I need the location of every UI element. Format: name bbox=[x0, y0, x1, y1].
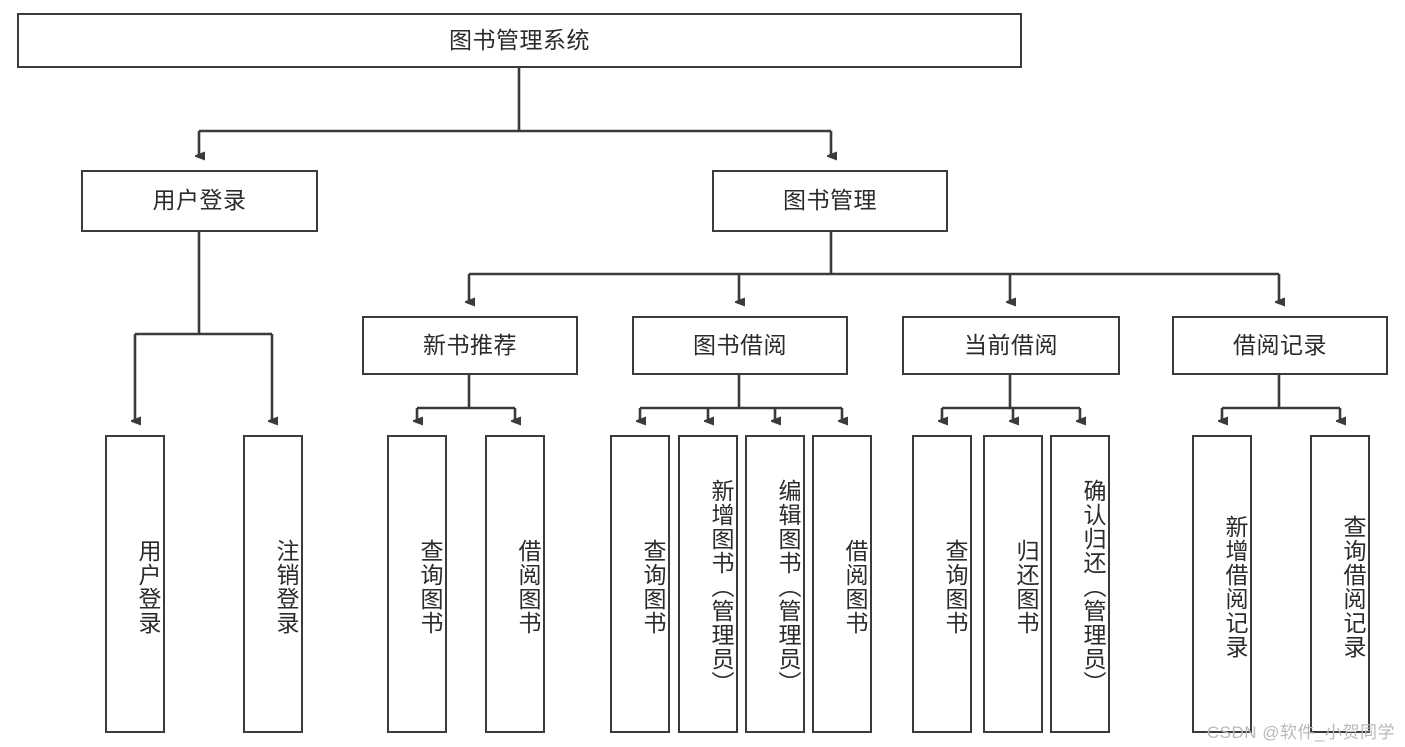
node-leaf-add-book-admin[interactable]: 新增图书（管理员） bbox=[678, 435, 738, 733]
node-borrow-record[interactable]: 借阅记录 bbox=[1172, 316, 1388, 375]
csdn-watermark: CSDN @软件_小贺同学 bbox=[1206, 723, 1395, 742]
node-leaf-return-book-label: 归还图书 bbox=[1013, 539, 1039, 635]
node-book-manage[interactable]: 图书管理 bbox=[712, 170, 948, 232]
node-leaf-user-login[interactable]: 用户登录 bbox=[105, 435, 165, 733]
node-leaf-query-book-2[interactable]: 查询图书 bbox=[610, 435, 670, 733]
node-root-label: 图书管理系统 bbox=[449, 26, 590, 53]
node-leaf-edit-book-admin[interactable]: 编辑图书（管理员） bbox=[745, 435, 805, 733]
node-leaf-user-login-label: 用户登录 bbox=[135, 539, 161, 635]
node-leaf-borrow-book-1-label: 借阅图书 bbox=[515, 539, 541, 635]
node-borrow-record-label: 借阅记录 bbox=[1233, 331, 1327, 358]
node-leaf-confirm-return-admin-label: 确认归还（管理员） bbox=[1080, 479, 1106, 695]
node-root-system[interactable]: 图书管理系统 bbox=[17, 13, 1022, 68]
node-leaf-query-borrow-record-label: 查询借阅记录 bbox=[1340, 515, 1366, 659]
node-user-login-label: 用户登录 bbox=[152, 187, 247, 214]
node-leaf-query-book-1[interactable]: 查询图书 bbox=[387, 435, 447, 733]
node-leaf-borrow-book-2-label: 借阅图书 bbox=[842, 539, 868, 635]
node-current-borrow-label: 当前借阅 bbox=[964, 331, 1058, 358]
node-leaf-query-book-2-label: 查询图书 bbox=[640, 539, 666, 635]
node-book-borrow-label: 图书借阅 bbox=[693, 331, 787, 358]
node-current-borrow[interactable]: 当前借阅 bbox=[902, 316, 1120, 375]
node-leaf-edit-book-admin-label: 编辑图书（管理员） bbox=[775, 479, 801, 695]
node-book-borrow[interactable]: 图书借阅 bbox=[632, 316, 848, 375]
node-leaf-query-book-3[interactable]: 查询图书 bbox=[912, 435, 972, 733]
node-book-manage-label: 图书管理 bbox=[783, 187, 877, 214]
node-new-book-recommend-label: 新书推荐 bbox=[423, 331, 517, 358]
node-leaf-confirm-return-admin[interactable]: 确认归还（管理员） bbox=[1050, 435, 1110, 733]
node-leaf-return-book[interactable]: 归还图书 bbox=[983, 435, 1043, 733]
node-leaf-query-book-3-label: 查询图书 bbox=[942, 539, 968, 635]
node-user-login[interactable]: 用户登录 bbox=[81, 170, 318, 232]
node-leaf-query-book-1-label: 查询图书 bbox=[417, 539, 443, 635]
node-leaf-borrow-book-2[interactable]: 借阅图书 bbox=[812, 435, 872, 733]
node-leaf-add-borrow-record-label: 新增借阅记录 bbox=[1222, 515, 1248, 659]
node-leaf-query-borrow-record[interactable]: 查询借阅记录 bbox=[1310, 435, 1370, 733]
node-leaf-user-logout-label: 注销登录 bbox=[273, 539, 299, 635]
node-leaf-user-logout[interactable]: 注销登录 bbox=[243, 435, 303, 733]
node-new-book-recommend[interactable]: 新书推荐 bbox=[362, 316, 578, 375]
node-leaf-add-borrow-record[interactable]: 新增借阅记录 bbox=[1192, 435, 1252, 733]
node-leaf-borrow-book-1[interactable]: 借阅图书 bbox=[485, 435, 545, 733]
node-leaf-add-book-admin-label: 新增图书（管理员） bbox=[708, 479, 734, 695]
